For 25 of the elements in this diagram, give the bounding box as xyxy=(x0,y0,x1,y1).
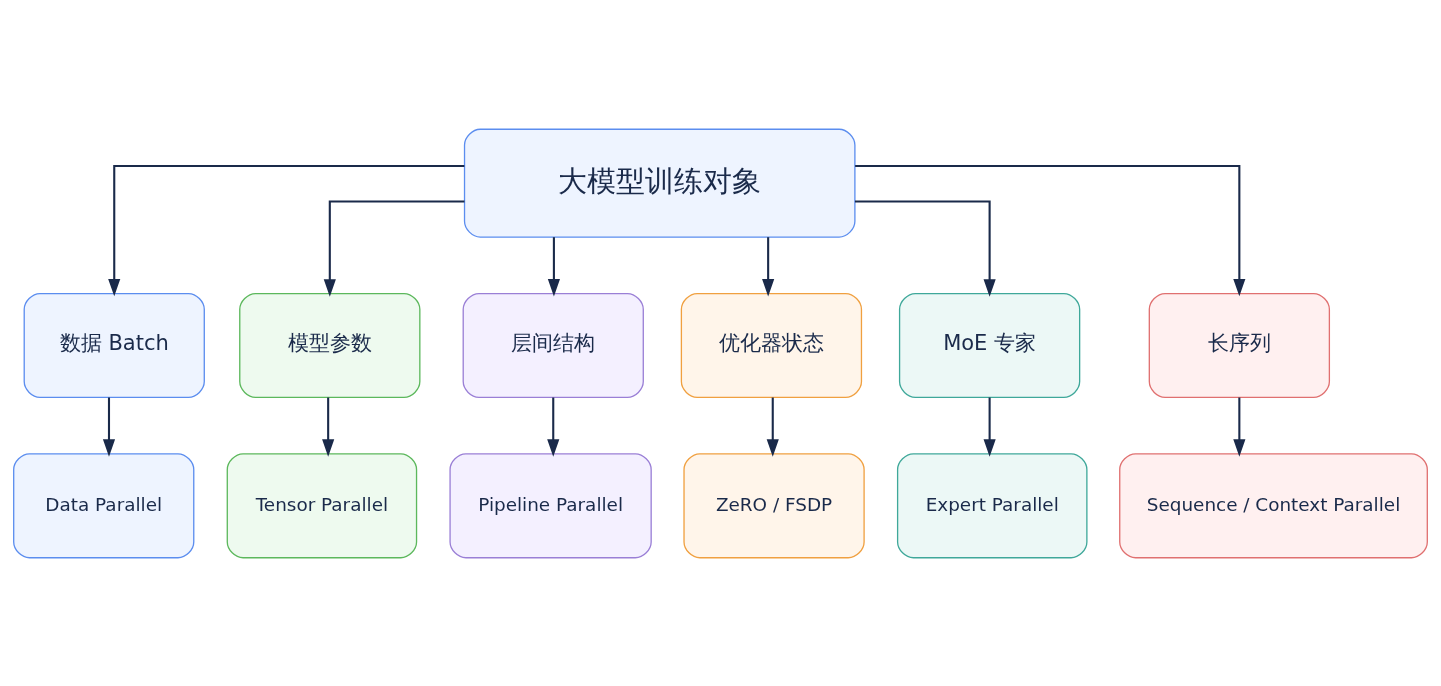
arrow xyxy=(108,164,465,296)
node-box: Pipeline Parallel xyxy=(449,452,652,558)
node-box: Expert Parallel xyxy=(896,452,1088,558)
arrow xyxy=(983,397,996,457)
node-box: 数据 Batch xyxy=(23,292,205,398)
arrow xyxy=(766,397,779,457)
arrow xyxy=(547,397,560,457)
node-box: 模型参数 xyxy=(239,292,421,398)
arrow xyxy=(855,164,1246,296)
arrow xyxy=(854,200,996,297)
arrow xyxy=(1233,397,1246,457)
node-box: 长序列 xyxy=(1148,292,1331,398)
arrow xyxy=(323,200,465,297)
arrow xyxy=(102,397,116,457)
arrow xyxy=(762,236,775,296)
node-box: 优化器状态 xyxy=(680,292,863,398)
node-box: 大模型训练对象 xyxy=(463,128,856,238)
arrow xyxy=(547,236,560,296)
node-box: Tensor Parallel xyxy=(226,452,418,558)
node-box: MoE 专家 xyxy=(898,292,1081,398)
node-box: Data Parallel xyxy=(13,452,195,558)
node-box: ZeRO / FSDP xyxy=(683,452,865,558)
node-box: Sequence / Context Parallel xyxy=(1119,452,1428,558)
node-box: 层间结构 xyxy=(462,292,644,398)
arrow xyxy=(322,397,335,457)
